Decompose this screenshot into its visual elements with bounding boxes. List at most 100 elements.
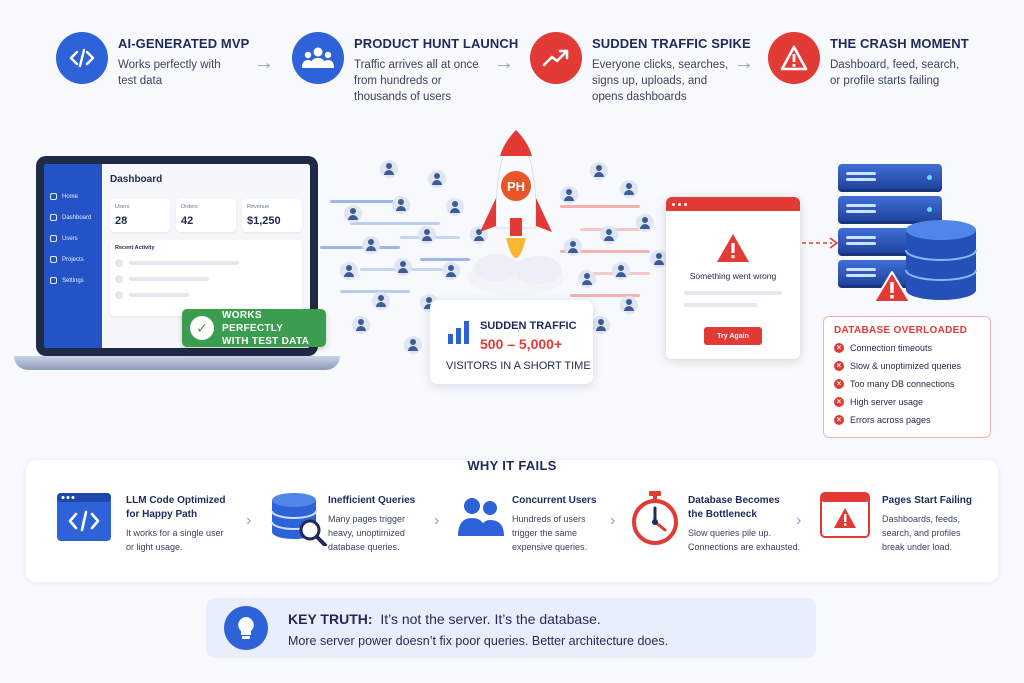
user-avatar-icon (340, 262, 358, 280)
try-again-button[interactable]: Try Again (704, 327, 762, 345)
sidebar-item-settings[interactable]: Settings (44, 270, 102, 291)
x-circle-icon: × (834, 397, 844, 407)
error-window: Something went wrong Try Again (666, 197, 800, 359)
traffic-title: SUDDEN TRAFFIC (480, 320, 577, 332)
error-message: Something went wrong (689, 271, 777, 281)
step-title: PRODUCT HUNT LAUNCH (354, 36, 519, 51)
database-search-icon (271, 493, 327, 546)
user-avatar-icon (612, 262, 630, 280)
gear-icon (50, 277, 57, 284)
speed-streak (320, 246, 400, 249)
speed-streak (340, 290, 410, 293)
warning-icon (768, 32, 820, 84)
stat-card: Revenue$1,250 (242, 199, 302, 232)
key-truth-banner: KEY TRUTH: It’s not the server. It’s the… (206, 598, 816, 658)
user-avatar-icon (352, 316, 370, 334)
sidebar-item-users[interactable]: Users (44, 228, 102, 249)
user-avatar-icon (418, 226, 436, 244)
user-avatar-icon (578, 270, 596, 288)
chevron-right-icon: › (434, 512, 440, 529)
step-desc: Everyone clicks, searches,signs up, uplo… (592, 59, 729, 103)
bar-chart-icon (448, 321, 469, 344)
db-overloaded-title: DATABASE OVERLOADED (834, 325, 968, 336)
server-unit (838, 164, 942, 192)
db-issue: ×Connection timeouts (834, 342, 980, 354)
step-title: THE CRASH MOMENT (830, 36, 969, 51)
warning-icon (873, 271, 911, 303)
speed-streak (560, 205, 640, 208)
user-avatar-icon (560, 186, 578, 204)
laptop-sidebar: Home Dashboard Users Projects Settings (44, 164, 102, 348)
arrow-right-icon: → (734, 52, 754, 74)
speed-streak (560, 250, 650, 253)
chevron-right-icon: › (610, 512, 616, 529)
db-issue: ×Too many DB connections (834, 378, 980, 390)
user-avatar-icon (362, 236, 380, 254)
sidebar-item-home[interactable]: Home (44, 186, 102, 207)
traffic-subtitle: VISITORS IN A SHORT TIME (446, 360, 591, 372)
trend-up-icon (530, 32, 582, 84)
why-title: WHY IT FAILS (467, 458, 557, 473)
user-avatar-icon (650, 250, 668, 268)
checkmark-icon: ✓ (190, 316, 214, 340)
sidebar-item-dashboard[interactable]: Dashboard (44, 207, 102, 228)
user-avatar-icon (600, 226, 618, 244)
speed-streak (350, 222, 440, 225)
sidebar-item-projects[interactable]: Projects (44, 249, 102, 270)
step-product-hunt: PRODUCT HUNT LAUNCH Traffic arrives all … (292, 32, 518, 105)
error-window-icon (820, 492, 870, 538)
step-desc: Dashboard, feed, search,or profile start… (830, 59, 960, 87)
speed-streak (420, 258, 470, 261)
user-avatar-icon (442, 262, 460, 280)
user-avatar-icon (592, 316, 610, 334)
db-issue: ×Slow & unoptimized queries (834, 360, 980, 372)
user-avatar-icon (620, 180, 638, 198)
user-avatar-icon (380, 160, 398, 178)
user-avatar-icon (404, 336, 422, 354)
user-avatar-icon (564, 238, 582, 256)
step-title: SUDDEN TRAFFIC SPIKE (592, 36, 751, 51)
laptop-screen: Home Dashboard Users Projects Settings D… (36, 156, 318, 356)
server-unit (838, 196, 942, 224)
user-avatar-icon (344, 205, 362, 223)
user-avatar-icon (590, 162, 608, 180)
speed-streak (570, 294, 640, 297)
code-icon (56, 32, 108, 84)
step-traffic-spike: SUDDEN TRAFFIC SPIKE Everyone clicks, se… (530, 32, 751, 105)
users-icon (292, 32, 344, 84)
chevron-right-icon: › (796, 512, 802, 529)
db-overloaded-panel: DATABASE OVERLOADED ×Connection timeouts… (823, 316, 991, 438)
traffic-card: SUDDEN TRAFFIC 500 – 5,000+ VISITORS IN … (430, 300, 593, 384)
warning-icon (717, 234, 749, 262)
users-icon (458, 498, 504, 536)
user-avatar-icon (372, 292, 390, 310)
folder-icon (50, 256, 57, 263)
stopwatch-icon (632, 491, 678, 545)
dashed-arrow (802, 237, 838, 249)
user-avatar-icon (636, 214, 654, 232)
key-truth-subtext: More server power doesn’t fix poor queri… (288, 634, 669, 648)
user-avatar-icon (428, 170, 446, 188)
user-avatar-icon (394, 258, 412, 276)
rocket-ph-label: PH (507, 179, 525, 194)
user-avatar-icon (620, 296, 638, 314)
x-circle-icon: × (834, 361, 844, 371)
x-circle-icon: × (834, 379, 844, 389)
laptop-base (14, 356, 340, 370)
x-circle-icon: × (834, 343, 844, 353)
code-window-icon (57, 493, 111, 541)
chevron-right-icon: › (246, 512, 252, 529)
key-truth-headline: KEY TRUTH: It’s not the server. It’s the… (288, 611, 601, 627)
dashboard-icon (50, 214, 57, 221)
traffic-range: 500 – 5,000+ (480, 336, 563, 352)
